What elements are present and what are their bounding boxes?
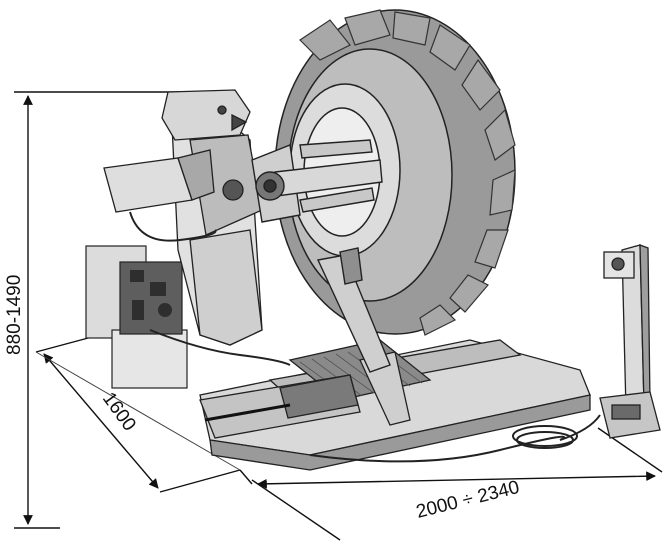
control-box [103,149,217,242]
hydraulic-unit [85,245,188,389]
dimension-lines [14,91,663,541]
control-pedestal [599,244,661,439]
tool-arm [316,247,391,373]
height-dimension-label: 880-1490 [4,275,25,355]
tractor-tyre [274,9,516,336]
width-dimension-label: 2000 ÷ 2340 [414,477,521,523]
chuck-arms [251,139,383,223]
base-frame [199,339,591,471]
floor-outline [35,351,241,471]
depth-dimension-label: 1600 [98,389,140,436]
hoses [149,329,601,463]
